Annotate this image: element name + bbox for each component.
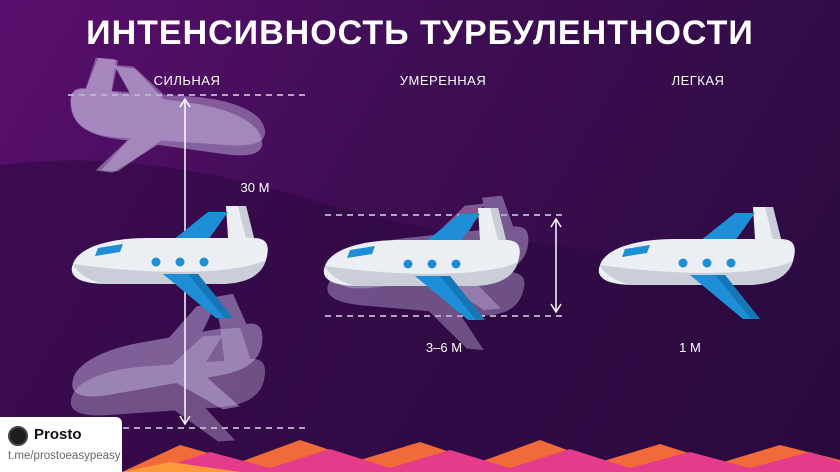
bottom-mountains — [122, 440, 840, 472]
label-strong: СИЛЬНАЯ — [153, 73, 221, 88]
channel-logo-icon — [8, 426, 28, 446]
measure-strong: 30 М — [240, 180, 270, 195]
light-turbulence-scene — [598, 207, 795, 319]
page-title: ИНТЕНСИВНОСТЬ ТУРБУЛЕНТНОСТИ — [86, 14, 754, 52]
plane-strong — [71, 206, 268, 318]
moderate-height-arrow — [550, 217, 562, 314]
label-light: ЛЕГКАЯ — [671, 73, 725, 88]
measure-light: 1 М — [679, 340, 701, 355]
channel-name: Prosto — [34, 426, 82, 443]
moderate-turbulence-scene — [323, 193, 565, 354]
measure-moderate: 3–6 М — [425, 340, 463, 355]
label-moderate: УМЕРЕННАЯ — [399, 73, 487, 88]
channel-link[interactable]: t.me/prostoeasypeasy — [8, 450, 121, 462]
plane-light — [598, 207, 795, 319]
channel-badge[interactable]: Prosto t.me/prostoeasypeasy — [0, 417, 122, 472]
strong-turbulence-scene — [61, 54, 305, 452]
